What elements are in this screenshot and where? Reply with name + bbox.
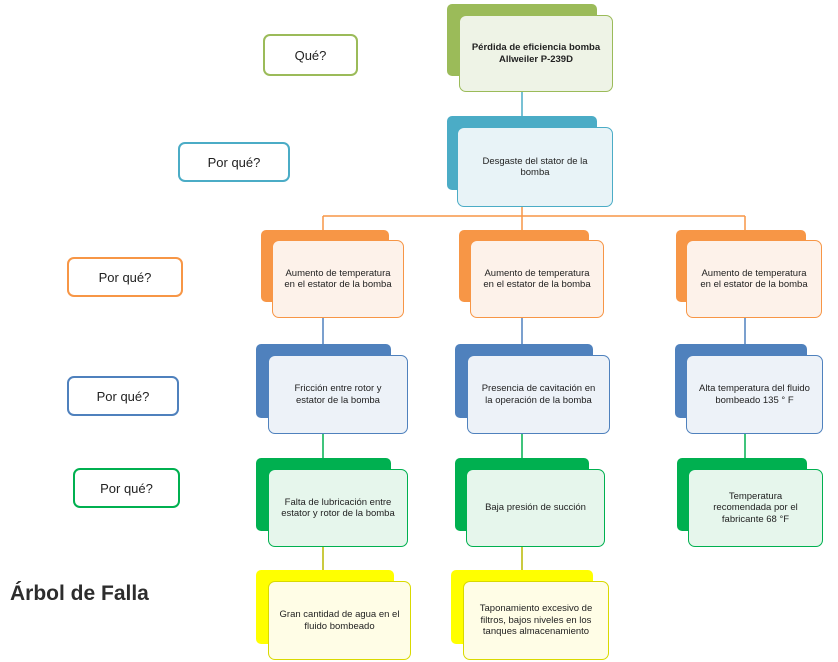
node-l4-left-text: Falta de lubricación entre estator y rot… [268, 469, 408, 547]
label-por-que-3: Por qué? [67, 376, 179, 416]
node-l5-left-text: Gran cantidad de agua en el fluido bombe… [268, 581, 411, 660]
node-level1: Desgaste del stator de la bomba [447, 116, 613, 207]
node-l4-left: Falta de lubricación entre estator y rot… [256, 458, 408, 547]
node-l3-right-text: Alta temperatura del fluido bombeado 135… [686, 355, 823, 434]
node-l3-mid: Presencia de cavitación en la operación … [455, 344, 610, 434]
label-que: Qué? [263, 34, 358, 76]
node-l3-mid-text: Presencia de cavitación en la operación … [467, 355, 610, 434]
diagram-title: Árbol de Falla [10, 582, 149, 605]
node-l4-right-text: Temperatura recomendada por el fabricant… [688, 469, 823, 547]
node-root-text: Pérdida de eficiencia bomba Allweiler P-… [459, 15, 613, 92]
node-l3-left: Fricción entre rotor y estator de la bom… [256, 344, 408, 434]
label-por-que-4: Por qué? [73, 468, 180, 508]
node-l5-mid-text: Taponamiento excesivo de filtros, bajos … [463, 581, 609, 660]
node-l4-mid: Baja presión de succión [455, 458, 605, 547]
node-l5-mid: Taponamiento excesivo de filtros, bajos … [451, 570, 609, 660]
node-l3-right: Alta temperatura del fluido bombeado 135… [675, 344, 823, 434]
node-l4-mid-text: Baja presión de succión [466, 469, 605, 547]
node-l2-right: Aumento de temperatura en el estator de … [676, 230, 822, 318]
node-l2-right-text: Aumento de temperatura en el estator de … [686, 240, 822, 318]
label-por-que-2: Por qué? [67, 257, 183, 297]
label-por-que-1: Por qué? [178, 142, 290, 182]
node-l5-left: Gran cantidad de agua en el fluido bombe… [256, 570, 411, 660]
node-l4-right: Temperatura recomendada por el fabricant… [677, 458, 823, 547]
node-level1-text: Desgaste del stator de la bomba [457, 127, 613, 207]
node-l2-left-text: Aumento de temperatura en el estator de … [272, 240, 404, 318]
node-l2-mid: Aumento de temperatura en el estator de … [459, 230, 604, 318]
node-l2-left: Aumento de temperatura en el estator de … [261, 230, 404, 318]
node-l2-mid-text: Aumento de temperatura en el estator de … [470, 240, 604, 318]
node-l3-left-text: Fricción entre rotor y estator de la bom… [268, 355, 408, 434]
node-root: Pérdida de eficiencia bomba Allweiler P-… [447, 4, 613, 92]
